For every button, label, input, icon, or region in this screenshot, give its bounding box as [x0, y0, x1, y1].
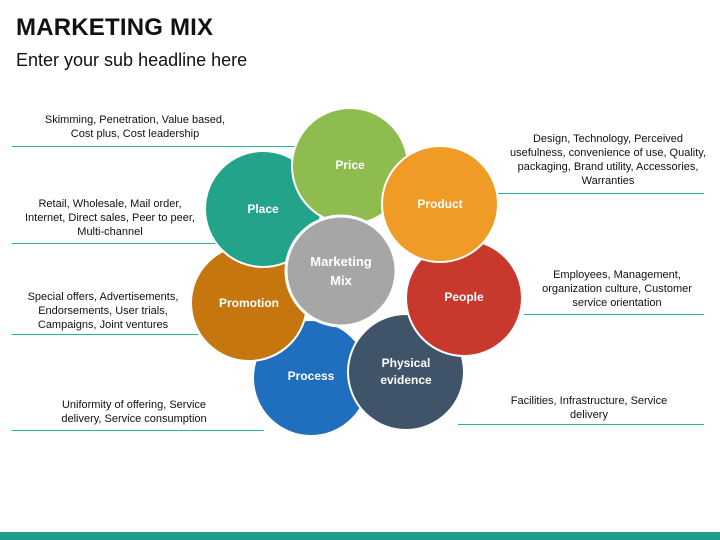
- note-physical-line2: delivery: [570, 409, 608, 421]
- note-process-line2: delivery, Service consumption: [61, 413, 207, 425]
- note-product-divider: [494, 193, 704, 194]
- note-price: Skimming, Penetration, Value based, Cost…: [30, 113, 240, 141]
- petal-place-label: Place: [247, 202, 279, 216]
- note-price-divider: [12, 146, 312, 147]
- note-promotion-divider: [12, 334, 198, 335]
- page-subtitle: Enter your sub headline here: [16, 50, 248, 70]
- petal-people-label: People: [444, 290, 484, 304]
- note-price-line1: Skimming, Penetration, Value based,: [44, 114, 226, 126]
- petal-process-label: Process: [288, 369, 335, 383]
- note-promotion-line1: Special offers, Advertisements,: [27, 291, 179, 303]
- center-label-line1: Marketing: [310, 254, 371, 269]
- center-circle: [284, 214, 398, 328]
- note-place-line2: Internet, Direct sales, Peer to peer,: [25, 212, 195, 224]
- center-label-line2: Mix: [330, 273, 352, 288]
- note-physical: Facilities, Infrastructure, Service deli…: [500, 394, 678, 422]
- note-promotion: Special offers, Advertisements, Endorsem…: [14, 290, 192, 332]
- petal-physical-evidence-label-line2: evidence: [380, 373, 432, 387]
- note-place-line1: Retail, Wholesale, Mail order,: [38, 198, 182, 210]
- note-people: Employees, Management, organization cult…: [530, 268, 704, 310]
- note-promotion-line3: Campaigns, Joint ventures: [37, 319, 169, 331]
- note-promotion-line2: Endorsements, User trials,: [38, 305, 168, 317]
- bottom-accent-bar: [0, 532, 720, 540]
- petal-price: Price: [291, 107, 409, 225]
- note-place-divider: [12, 243, 218, 244]
- note-people-line3: service orientation: [572, 297, 662, 309]
- note-physical-divider: [458, 424, 704, 425]
- note-people-line2: organization culture, Customer: [542, 283, 692, 295]
- note-product-line1: Design, Technology, Perceived: [532, 133, 683, 145]
- note-product-line2: usefulness, convenience of use, Quality,: [509, 147, 707, 159]
- center-circle-group: Marketing Mix: [284, 214, 398, 328]
- note-process: Uniformity of offering, Service delivery…: [40, 398, 228, 426]
- petal-physical-evidence-label-line1: Physical: [382, 356, 431, 370]
- note-people-divider: [524, 314, 704, 315]
- note-people-line1: Employees, Management,: [553, 269, 681, 281]
- petal-product-label: Product: [417, 197, 462, 211]
- petal-promotion-label: Promotion: [219, 296, 279, 310]
- note-price-line2: Cost plus, Cost leadership: [70, 128, 200, 140]
- note-product-line3: packaging, Brand utility, Accessories,: [517, 161, 699, 173]
- note-place: Retail, Wholesale, Mail order, Internet,…: [14, 197, 206, 239]
- note-process-divider: [12, 430, 264, 431]
- note-physical-line1: Facilities, Infrastructure, Service: [510, 395, 668, 407]
- note-product-line4: Warranties: [581, 175, 635, 187]
- petal-product: Product: [381, 145, 499, 263]
- petal-product-circle: [381, 145, 499, 263]
- note-place-line3: Multi-channel: [77, 226, 143, 238]
- note-product: Design, Technology, Perceived usefulness…: [500, 132, 716, 188]
- note-process-line1: Uniformity of offering, Service: [61, 399, 207, 411]
- petal-price-label: Price: [335, 158, 365, 172]
- page-title: MARKETING MIX: [16, 14, 214, 41]
